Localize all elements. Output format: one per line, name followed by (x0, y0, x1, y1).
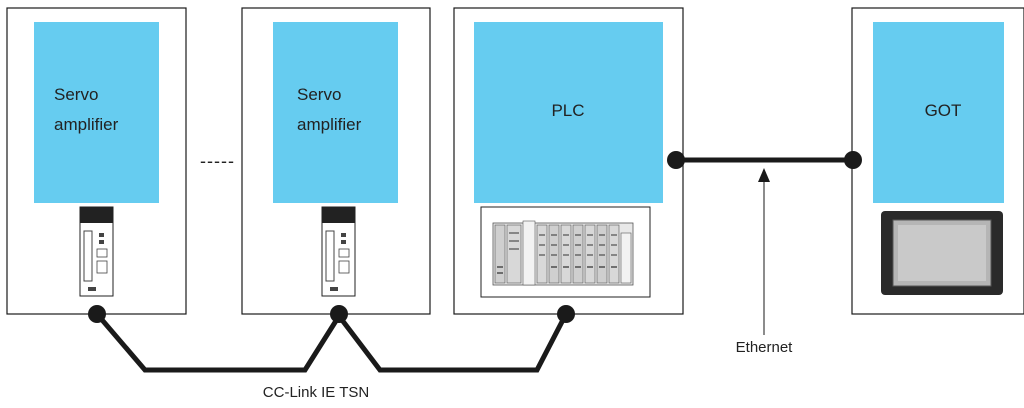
plc-icon (480, 206, 651, 298)
ethernet-pointer-arrowhead (758, 168, 770, 182)
got-touchscreen-icon (881, 211, 1003, 295)
ellipsis: ----- (200, 151, 235, 171)
servo-amplifier-2: Servo amplifier (241, 7, 431, 315)
cclink-ie-tsn-connection: CC-Link IE TSN (88, 305, 575, 401)
servo-amplifier-icon (321, 206, 356, 297)
ethernet-connection: Ethernet (667, 151, 862, 356)
cclink-port-plc (557, 305, 575, 323)
ethernet-port-plc (667, 151, 685, 169)
ethernet-port-got (844, 151, 862, 169)
cclink-port-servo1 (88, 305, 106, 323)
device-label: GOT (925, 101, 962, 120)
plc: PLC (453, 7, 684, 315)
servo-amplifier-icon (79, 206, 114, 297)
device-label-line1: Servo (297, 85, 341, 104)
device-panel (474, 22, 663, 203)
device-label-line2: amplifier (54, 115, 119, 134)
device-panel (273, 22, 398, 203)
device-panel (34, 22, 159, 203)
device-panel (873, 22, 1004, 203)
device-label-line2: amplifier (297, 115, 362, 134)
cclink-label: CC-Link IE TSN (263, 384, 369, 401)
device-label: PLC (551, 101, 584, 120)
got: GOT (851, 7, 1024, 315)
ethernet-label: Ethernet (736, 339, 794, 356)
servo-amplifier-1: Servo amplifier (6, 7, 187, 315)
device-label-line1: Servo (54, 85, 98, 104)
cclink-port-servo2 (330, 305, 348, 323)
